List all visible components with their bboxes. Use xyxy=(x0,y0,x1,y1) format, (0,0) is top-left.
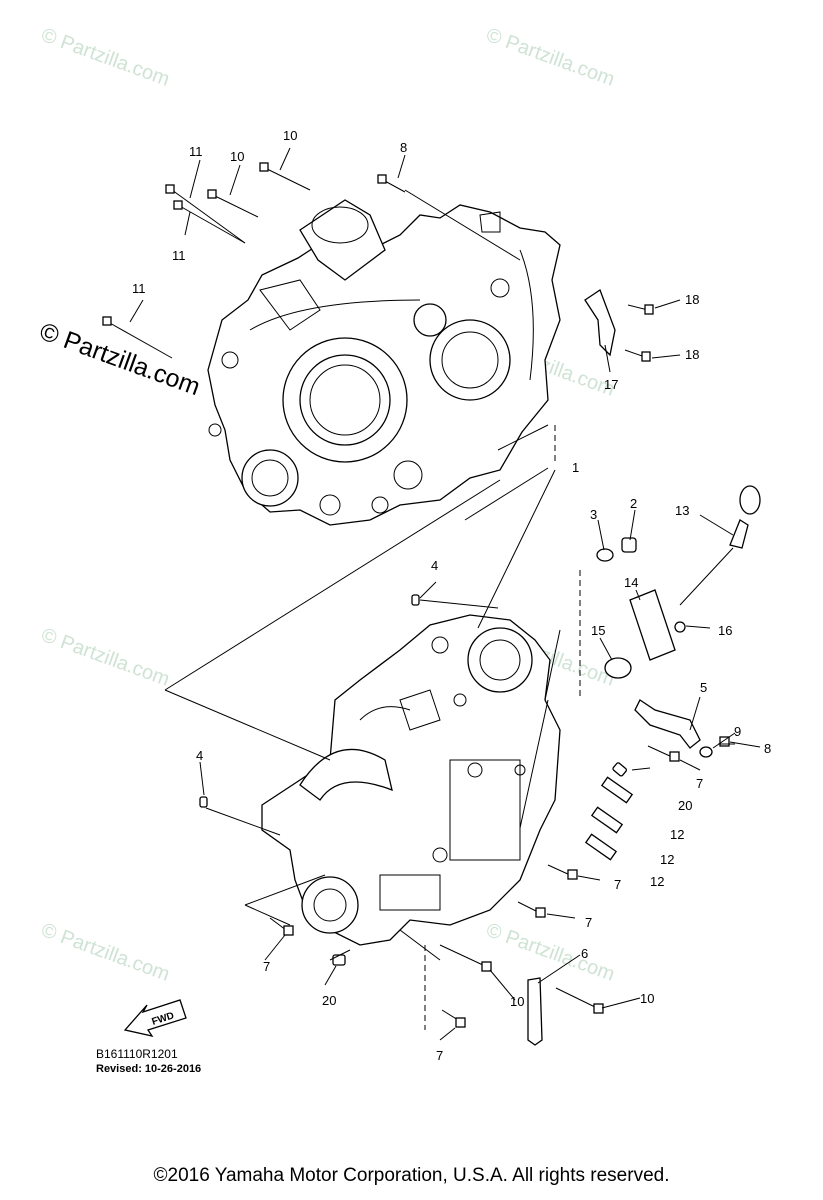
diagram-code: B161110R1201 xyxy=(96,1047,178,1061)
callout-12: 12 xyxy=(660,852,674,867)
callout-12: 12 xyxy=(670,827,684,842)
watermark: © Partzilla.com xyxy=(483,919,617,986)
callout-1: 1 xyxy=(572,460,579,475)
callout-11: 11 xyxy=(132,281,146,296)
callout-10: 10 xyxy=(230,149,244,164)
callout-7: 7 xyxy=(614,877,621,892)
callout-7: 7 xyxy=(585,915,592,930)
callout-5: 5 xyxy=(700,680,707,695)
callout-15: 15 xyxy=(591,623,605,638)
callout-9: 9 xyxy=(734,724,741,739)
callout-7: 7 xyxy=(263,959,270,974)
lower-crankcase xyxy=(261,614,561,946)
watermark: © Partzilla.com xyxy=(38,624,172,691)
callout-10: 10 xyxy=(510,994,524,1009)
callout-14: 14 xyxy=(624,575,638,590)
callout-18: 18 xyxy=(685,347,699,362)
callout-8: 8 xyxy=(764,741,771,756)
callout-17: 17 xyxy=(604,377,618,392)
callout-7: 7 xyxy=(436,1048,443,1063)
callout-7: 7 xyxy=(696,776,703,791)
callout-4: 4 xyxy=(431,558,438,573)
callout-12: 12 xyxy=(650,874,664,889)
callout-3: 3 xyxy=(590,507,597,522)
callout-numbers: 1 2 3 4 4 5 6 7 7 7 7 7 8 8 9 10 10 10 1… xyxy=(132,128,771,1063)
watermark-large: © Partzilla.com xyxy=(36,317,204,401)
fasteners: FWD xyxy=(102,162,761,1046)
watermark: © Partzilla.com xyxy=(38,919,172,986)
callout-11: 11 xyxy=(172,248,186,263)
copyright-notice: ©2016 Yamaha Motor Corporation, U.S.A. A… xyxy=(153,1165,670,1186)
callout-10: 10 xyxy=(640,991,654,1006)
upper-crankcase xyxy=(207,199,561,526)
watermark: © Partzilla.com xyxy=(38,24,172,91)
callout-20: 20 xyxy=(678,798,692,813)
revised-date: Revised: 10-26-2016 xyxy=(96,1063,202,1075)
callout-11: 11 xyxy=(189,144,203,159)
callout-16: 16 xyxy=(718,623,732,638)
callout-20: 20 xyxy=(322,993,336,1008)
callout-18: 18 xyxy=(685,292,699,307)
callout-10: 10 xyxy=(283,128,297,143)
leader-lines xyxy=(129,147,761,1041)
callout-13: 13 xyxy=(675,503,689,518)
callout-6: 6 xyxy=(581,946,588,961)
callout-4: 4 xyxy=(196,748,203,763)
callout-8: 8 xyxy=(400,140,407,155)
callout-2: 2 xyxy=(630,496,637,511)
watermark: © Partzilla.com xyxy=(483,24,617,91)
